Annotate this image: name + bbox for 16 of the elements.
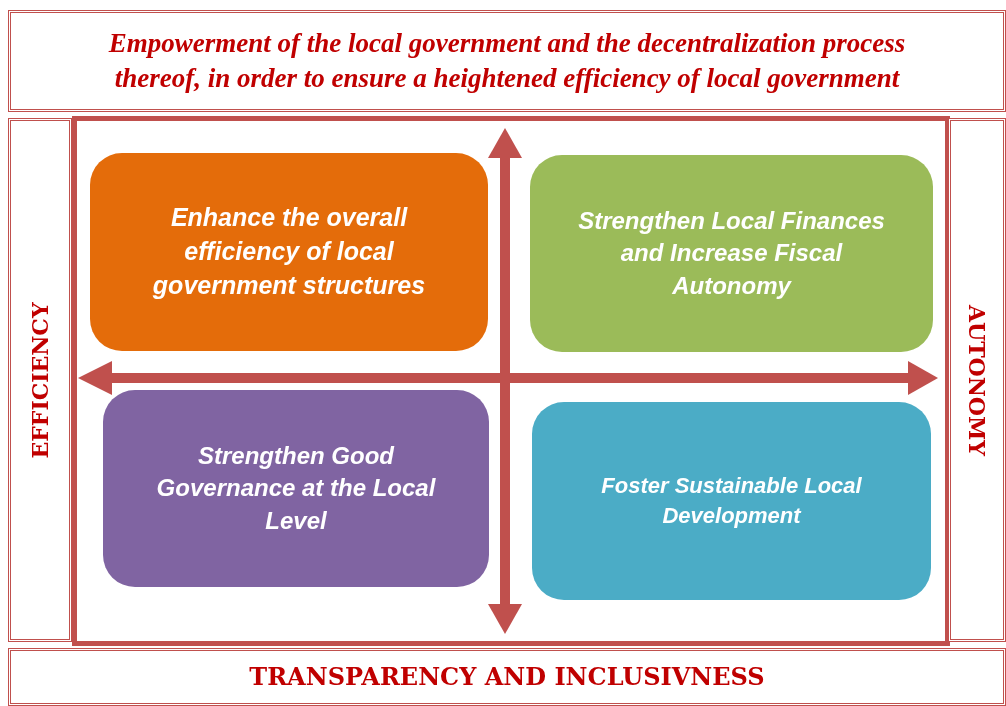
objective-box [530, 155, 933, 352]
objective-text: Strengthen Good Governance at the Local Level [155, 440, 437, 536]
objective-box [103, 390, 489, 587]
side-panel [948, 118, 1006, 642]
dimension-label: EFFICIENCY [25, 301, 54, 459]
objective-text: Strengthen Local Finances and Increase Fiscal Autonomy [578, 205, 885, 301]
dimension-label: TRANSPARENCY AND INCLUSIVNESS [249, 661, 765, 693]
objective-text: Foster Sustainable Local Development [600, 472, 863, 530]
side-panel [8, 118, 72, 642]
objective-text: Enhance the overall efficiency of local government structures [151, 202, 427, 301]
banner-panel [8, 648, 1006, 706]
dimension-label: AUTONOMY [963, 304, 992, 456]
goal-statement: Empowerment of the local government and the decentralization process thereof, in order to ensure a heightened efficiency of local government [107, 26, 907, 95]
objective-box [90, 153, 488, 351]
objective-box [532, 402, 931, 600]
banner-panel [8, 10, 1006, 112]
